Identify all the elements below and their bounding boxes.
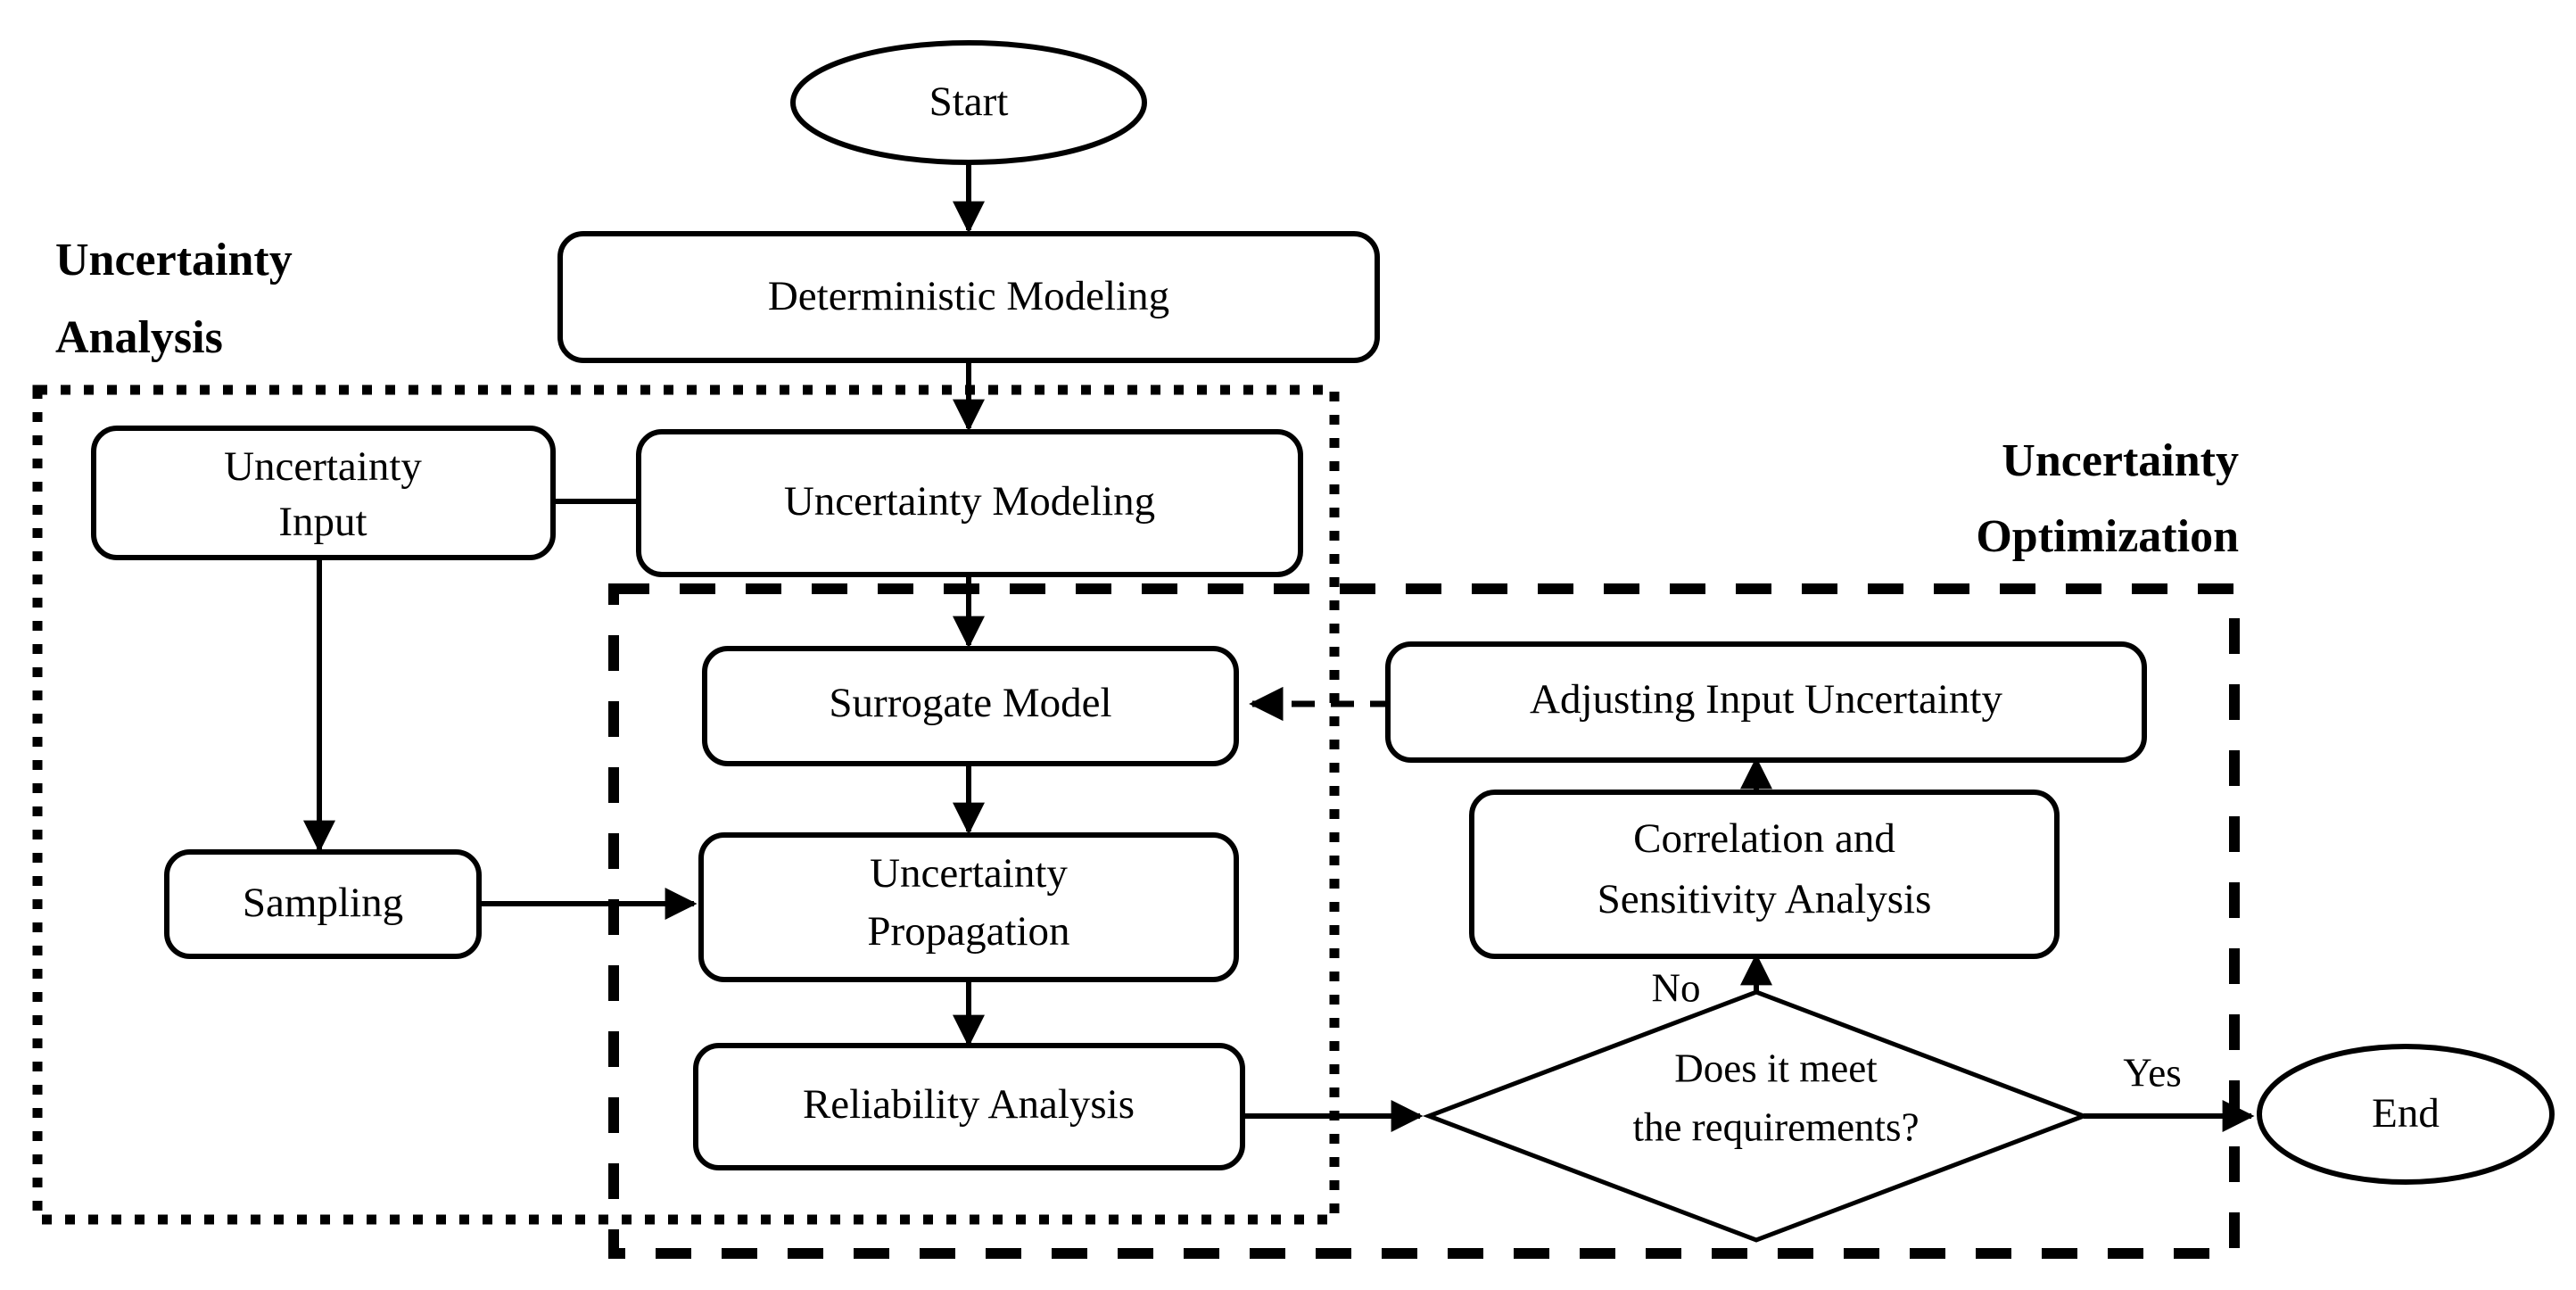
node-reliability-analysis[interactable]: Reliability Analysis [693,1043,1245,1170]
node-adjusting-input-uncertainty-label: Adjusting Input Uncertainty [1530,676,2002,723]
node-correlation-sensitivity-label-line2: Sensitivity Analysis [1598,876,1932,922]
node-uncertainty-input-label-line2: Input [278,499,367,545]
node-deterministic-modeling[interactable]: Deterministic Modeling [557,231,1380,363]
group-title-uncertainty-optimization-line1: Uncertainty [2002,435,2239,486]
node-adjusting-input-uncertainty[interactable]: Adjusting Input Uncertainty [1385,641,2147,763]
edge-label-yes: Yes [2123,1050,2181,1095]
node-reliability-analysis-label: Reliability Analysis [803,1081,1135,1128]
edge-label-no: No [1652,965,1701,1010]
node-uncertainty-propagation[interactable]: Uncertainty Propagation [698,832,1239,982]
node-decision-label-line1: Does it meet [1674,1046,1878,1090]
node-surrogate-model-label: Surrogate Model [829,680,1111,726]
node-correlation-sensitivity-label-line1: Correlation and [1633,815,1895,862]
node-start-label: Start [929,79,1009,125]
node-uncertainty-modeling-label: Uncertainty Modeling [784,478,1155,525]
node-start[interactable]: Start [790,40,1147,165]
group-title-uncertainty-analysis-line1: Uncertainty [55,235,293,285]
node-uncertainty-input-label-line1: Uncertainty [224,443,422,490]
node-decision-meets-requirements[interactable]: Does it meet the requirements? [1422,989,2091,1243]
node-uncertainty-propagation-label-line1: Uncertainty [870,850,1068,897]
group-title-uncertainty-analysis-line2: Analysis [55,312,223,363]
node-uncertainty-modeling[interactable]: Uncertainty Modeling [636,429,1303,577]
node-end-label: End [2372,1090,2440,1137]
node-correlation-sensitivity-analysis[interactable]: Correlation and Sensitivity Analysis [1469,790,2060,959]
node-uncertainty-input[interactable]: Uncertainty Input [91,426,556,560]
node-uncertainty-propagation-label-line2: Propagation [867,908,1069,955]
node-end[interactable]: End [2257,1044,2555,1185]
group-title-uncertainty-optimization-line2: Optimization [1976,511,2239,562]
node-sampling-label: Sampling [243,880,403,926]
node-surrogate-model[interactable]: Surrogate Model [702,646,1239,766]
node-deterministic-modeling-label: Deterministic Modeling [768,273,1169,319]
node-decision-label-line2: the requirements? [1632,1104,1919,1149]
node-sampling[interactable]: Sampling [164,849,482,959]
group-border-uncertainty-optimization [608,583,2240,1259]
